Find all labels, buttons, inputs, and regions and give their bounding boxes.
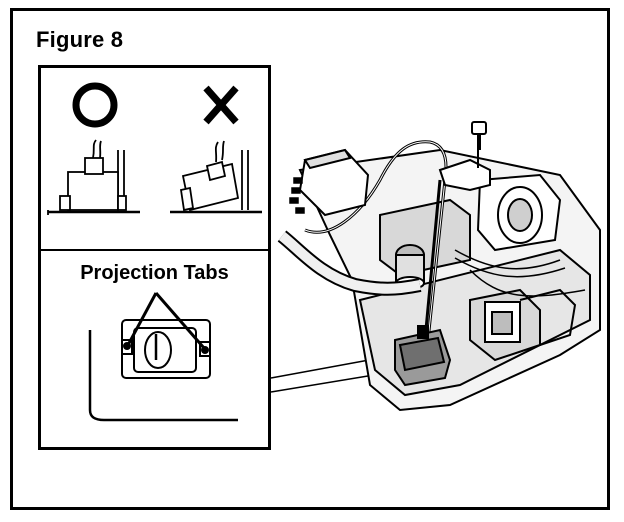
figure-title: Figure 8 [36,27,124,52]
projection-tabs-closeup [88,292,238,422]
correct-installation-drawing [47,139,140,215]
wire-connector-plug [289,148,370,217]
correct-mark-icon [72,82,118,128]
incorrect-mark-icon [203,85,239,125]
callout-leader-lines [270,357,381,393]
inset-divider [38,249,271,251]
inset-panel [38,65,271,450]
appliance-assembly [277,121,601,412]
incorrect-installation-drawing [170,140,262,214]
projection-tabs-label: Projection Tabs [80,262,229,284]
figure-frame [10,8,610,510]
